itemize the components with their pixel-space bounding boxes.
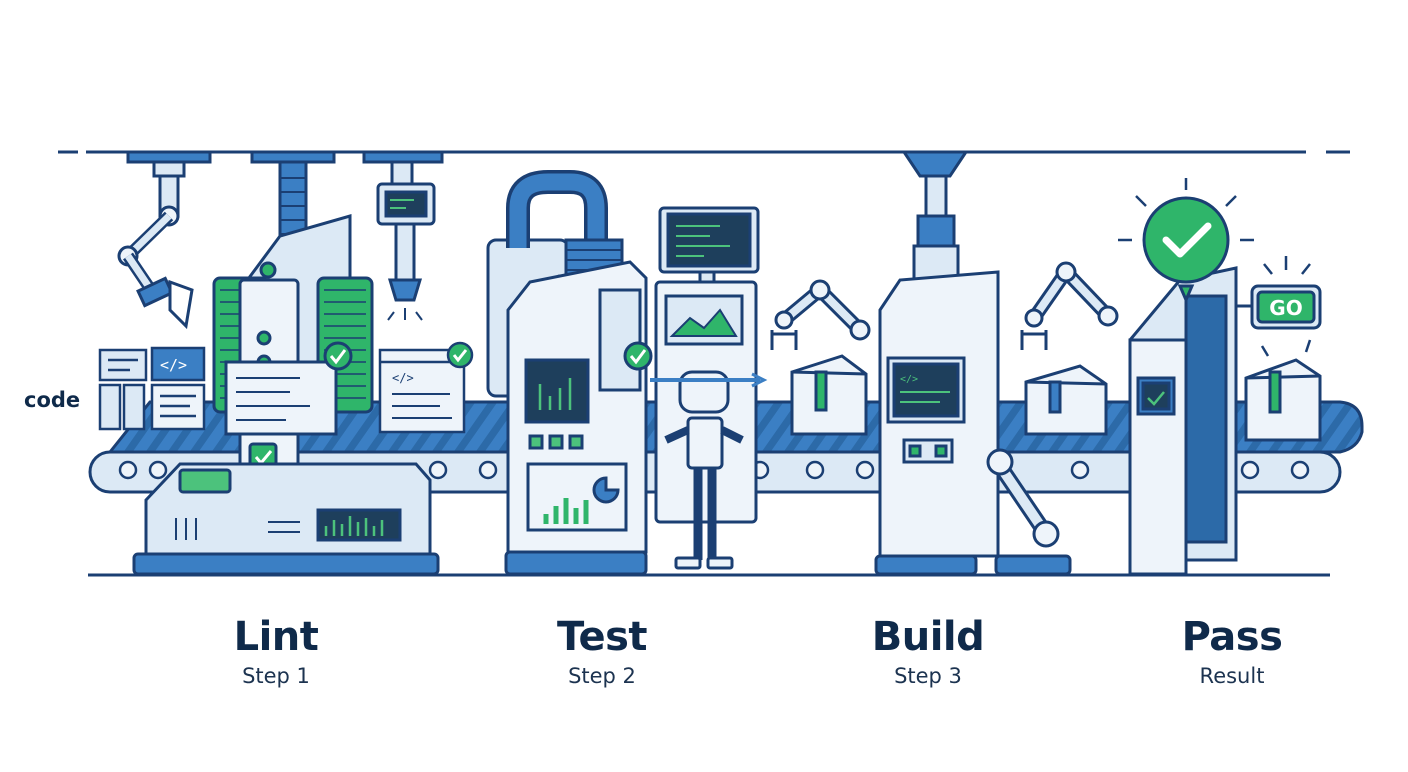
pass-gate: [1128, 266, 1238, 576]
stage-title: Test: [556, 614, 648, 660]
code-tag-icon: </>: [160, 356, 187, 374]
stage-title: Pass: [1181, 614, 1283, 660]
package-icon: [1244, 339, 1322, 442]
check-badge-icon: [329, 349, 347, 365]
stage-subtitle: Step 1: [242, 664, 310, 688]
monitor-station: [654, 206, 760, 524]
stage-lint: Lint Step 1: [166, 614, 386, 690]
build-machine: </>: [874, 150, 1000, 576]
robotic-arm-icon: [770, 279, 871, 350]
package-icon: [790, 354, 868, 436]
svg-text:</>: </>: [900, 374, 918, 385]
go-sign-icon: GO: [1236, 256, 1322, 330]
lint-machine: [132, 150, 440, 576]
test-machine: [486, 170, 653, 576]
robotic-arm-icon: [1020, 261, 1119, 350]
stage-pass: Pass Result: [1122, 614, 1342, 690]
stage-test: Test Step 2: [492, 614, 712, 690]
stage-title: Build: [871, 614, 985, 660]
robotic-arm-icon: [117, 150, 212, 330]
stage-build: Build Step 3: [818, 614, 1038, 690]
stage-subtitle: Step 3: [894, 664, 962, 688]
code-panel: </>: [378, 341, 474, 434]
stage-subtitle: Result: [1199, 664, 1265, 688]
scanner-tool: [362, 150, 444, 321]
robot-icon: [650, 370, 768, 570]
package-icon: [1024, 364, 1108, 436]
go-sign-label: GO: [1269, 296, 1302, 320]
floor-robotic-arm: [986, 448, 1072, 576]
check-badge-icon: [1118, 178, 1254, 304]
code-documents: </>: [98, 346, 206, 431]
svg-text:</>: </>: [392, 371, 414, 385]
stage-subtitle: Step 2: [568, 664, 636, 688]
input-label: code: [24, 388, 81, 412]
stage-title: Lint: [233, 614, 319, 660]
